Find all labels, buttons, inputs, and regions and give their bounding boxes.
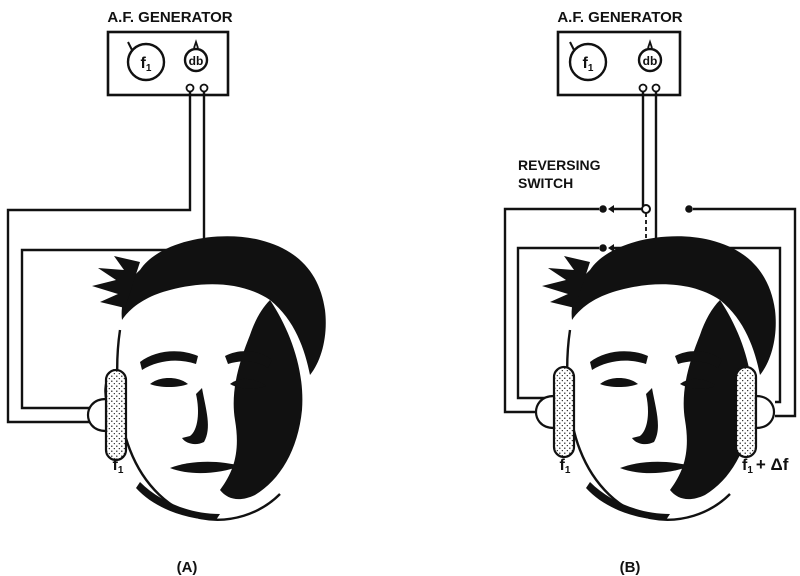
dial-freq-a: f [141,55,147,72]
wire-a-outer [6,92,192,424]
wire-b-left-outer [503,207,599,414]
generator-title-b: A.F. GENERATOR [557,9,682,26]
head-illustration-a [90,235,327,522]
svg-text:f1: f1 [113,457,124,476]
headphone-icon-a [86,368,128,462]
output-terminal-b2 [651,83,661,93]
left-earphone-freq-b: f [560,457,566,474]
dial-freq-b: f [583,55,589,72]
switch-label-line2: SWITCH [518,175,573,191]
right-earphone-freq-b: f [742,457,748,474]
wire-b-right-inner [693,246,782,404]
output-terminal-b1 [638,83,648,93]
level-dial-a: db [183,39,209,73]
frequency-dial-a: f1 [126,41,166,82]
generator-box-a [106,30,230,97]
caption-a: (A) [177,559,198,576]
wire-b-right-outer [693,207,797,418]
dial-freq-sub-b: 1 [588,63,594,74]
panel-a: A.F. GENERATOR f1 db f1 (A) [6,9,327,576]
output-terminal-a2 [199,83,209,93]
switch-terminal-icon-l1 [599,205,607,213]
dial-freq-sub-a: 1 [146,63,152,74]
earphone-freq-sub-a: 1 [118,465,124,476]
headphone-icon-b-right [734,365,776,459]
level-dial-b: db [637,39,663,73]
wire-b-left-inner [516,246,599,400]
panel-b: A.F. GENERATOR f1 db REVERSING SWITCH [503,9,797,576]
left-earphone-freq-sub-b: 1 [565,465,571,476]
switch-label-line1: REVERSING [518,157,601,173]
svg-text:f1: f1 [583,55,594,74]
wire-a-inner [20,92,206,410]
caption-b: (B) [620,559,641,576]
frequency-dial-b: f1 [568,41,608,82]
earphone-freq-a: f [113,457,119,474]
dial-level-b: db [643,54,658,68]
headphone-icon-b-left [534,365,576,459]
svg-text:f1: f1 [560,457,571,476]
right-earphone-delta-b: + Δf [756,455,789,474]
dial-level-a: db [189,54,204,68]
generator-title-a: A.F. GENERATOR [107,9,232,26]
svg-text:f1+ Δf: f1+ Δf [742,455,789,476]
switch-terminal-icon-r1 [685,205,693,213]
svg-text:f1: f1 [141,55,152,74]
switch-terminal-icon-l2 [599,244,607,252]
switch-pivot-top [641,204,651,214]
right-earphone-freq-sub-b: 1 [747,465,753,476]
output-terminal-a1 [185,83,195,93]
